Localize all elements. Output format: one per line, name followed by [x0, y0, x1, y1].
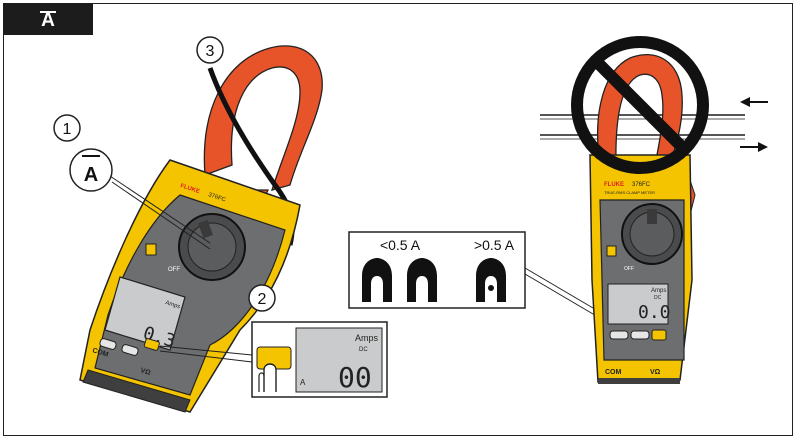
arrow-left-icon — [740, 97, 768, 107]
threshold-low-label: <0.5 A — [380, 237, 421, 253]
threshold-box: <0.5 A >0.5 A — [348, 231, 526, 309]
left-button-2 — [121, 344, 139, 356]
right-model: 376FC — [632, 182, 651, 188]
right-off-label: OFF — [624, 266, 634, 272]
left-button-zero — [143, 338, 160, 351]
right-com-label: COM — [605, 369, 622, 376]
zoom-unit: Amps — [355, 333, 379, 343]
right-button-1 — [609, 330, 629, 340]
right-hold-button — [606, 245, 617, 257]
right-meter-bottom — [598, 378, 680, 384]
zoom-side-letter: A — [300, 378, 306, 387]
left-meter-bottom — [82, 369, 191, 413]
zoom-mode: DC — [359, 347, 368, 353]
callout-2 — [248, 284, 276, 312]
left-v-label: VΩ — [139, 367, 151, 377]
jaw-icon-low-1 — [362, 258, 392, 302]
left-clamp-jaw — [203, 45, 323, 191]
right-subtitle: TRUE-RMS CLAMP METER — [604, 190, 655, 195]
left-meter: 0.3 Amps FLUKE 376FC OFF COM VΩ — [79, 45, 323, 413]
jaw-icon-high — [476, 258, 506, 302]
function-symbol-circle — [69, 148, 113, 192]
callout-1 — [53, 114, 81, 142]
left-lcd — [104, 276, 186, 351]
arrow-right-icon — [740, 142, 768, 152]
finger-icon — [263, 363, 277, 392]
threshold-high-label: >0.5 A — [474, 237, 515, 253]
left-hold-button — [145, 243, 157, 256]
right-lcd — [607, 283, 669, 325]
right-meter: Amps DC 0.0 FLUKE 376FC TRUE-RMS CLAMP M… — [540, 53, 768, 384]
right-lcd-mode: DC — [654, 295, 662, 301]
jaw-icon-low-2 — [407, 258, 437, 302]
right-brand: FLUKE — [604, 182, 624, 188]
right-button-zero — [651, 329, 667, 341]
left-lcd-unit: Amps — [164, 300, 180, 310]
right-lcd-reading: 0.0 — [638, 302, 671, 323]
zoom-lcd — [295, 327, 383, 393]
function-symbol-label: A — [84, 164, 98, 186]
zoom-reading: 00 — [338, 361, 372, 394]
right-lcd-unit: Amps — [651, 288, 666, 294]
left-com-label: COM — [91, 347, 109, 359]
zoom-box: Amps DC 00 A — [251, 321, 388, 398]
callout-2-label: 2 — [258, 291, 267, 308]
prohibition-icon — [571, 36, 709, 174]
right-button-2 — [630, 330, 650, 340]
left-model: 376FC — [207, 192, 227, 203]
right-v-label: VΩ — [650, 369, 661, 376]
callout-3 — [196, 36, 224, 64]
left-off-label: OFF — [168, 267, 180, 273]
left-button-1 — [99, 338, 117, 350]
callout-3-label: 3 — [206, 43, 215, 60]
callout-1-label: 1 — [63, 121, 72, 138]
dc-bar-icon — [40, 11, 56, 16]
left-brand: FLUKE — [179, 183, 200, 195]
header-tab-label: A — [41, 10, 55, 31]
header-tab: A — [3, 3, 93, 35]
